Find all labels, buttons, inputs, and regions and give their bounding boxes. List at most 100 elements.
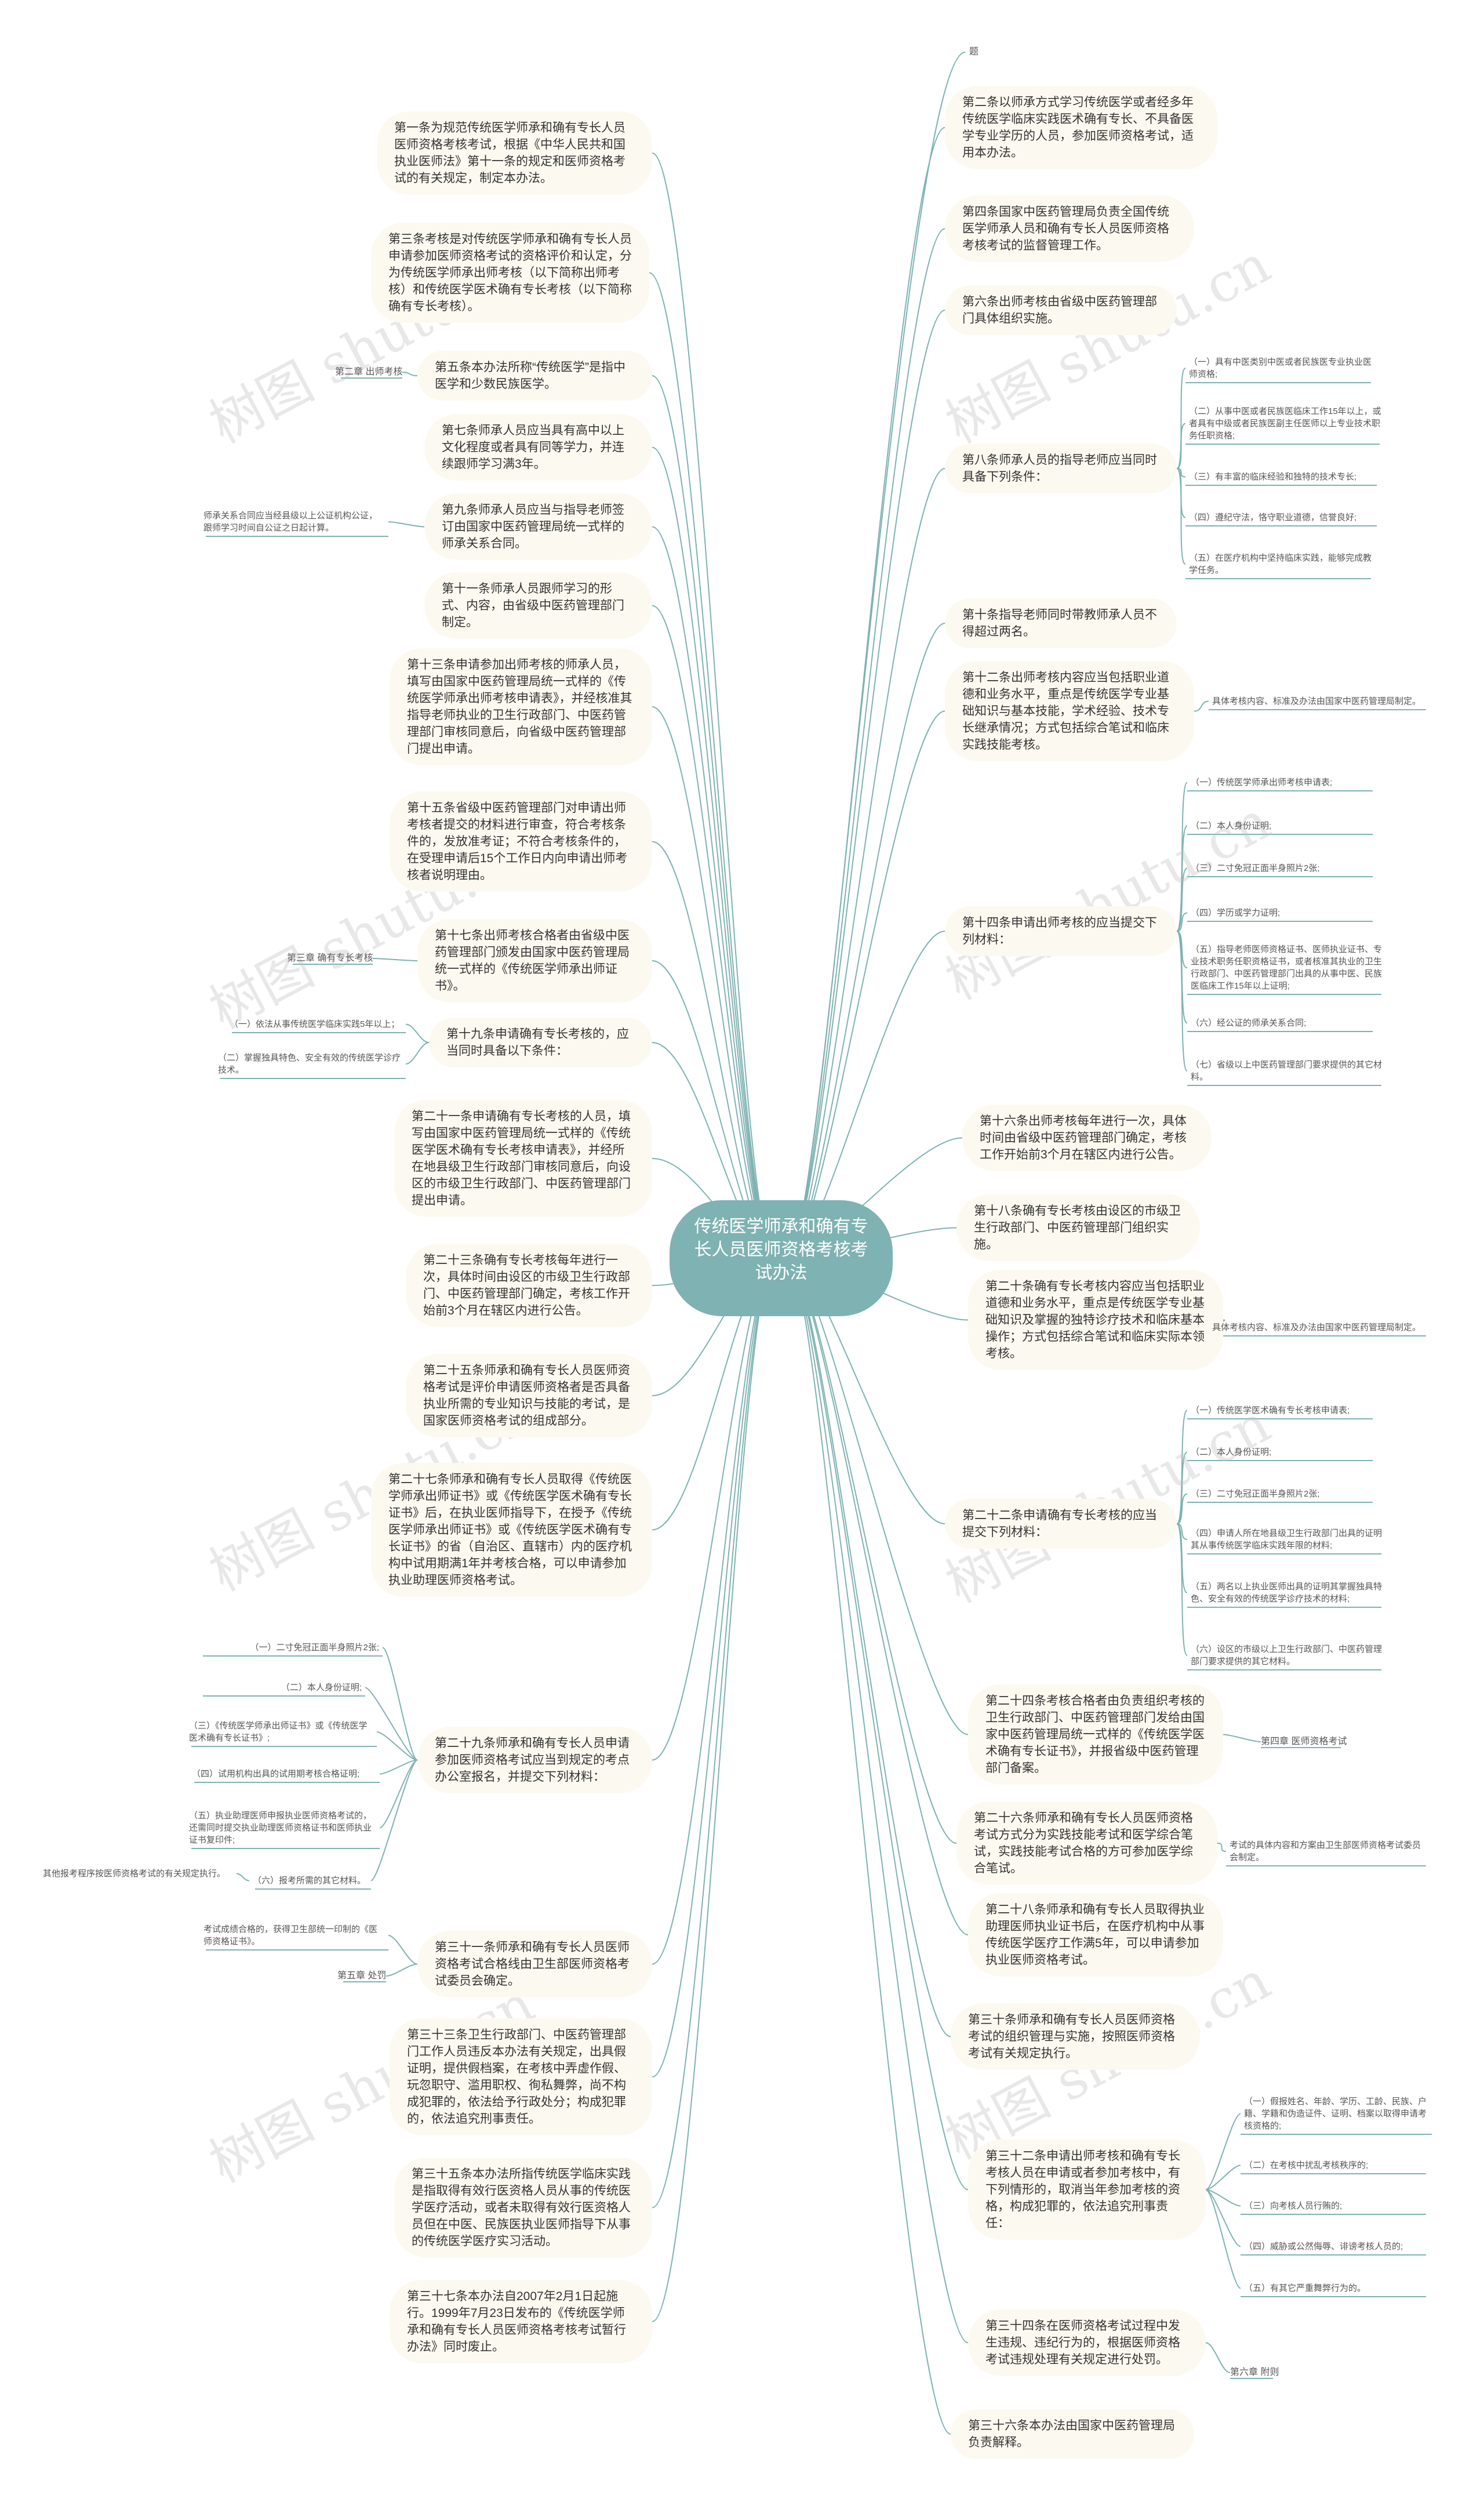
article-14-node[interactable]: 第十四条申请出师考核的应当提交下列材料： bbox=[945, 906, 1177, 956]
chapter-6-label: 第六章 附则 bbox=[1230, 2367, 1279, 2377]
brace-line bbox=[1176, 912, 1188, 932]
article-33-node[interactable]: 第三十三条卫生行政部门、中医药管理部门工作人员违反本办法有关规定，出具假证明，提… bbox=[390, 2018, 652, 2135]
exam-content-note: 具体考核内容、标准及办法由国家中医药管理局制定。 bbox=[1212, 696, 1421, 706]
article-13-node[interactable]: 第十三条申请参加出师考核的师承人员，填写由国家中医药管理局统一式样的《传统医学师… bbox=[390, 648, 652, 765]
brace-line bbox=[1223, 1734, 1261, 1742]
article-32-node[interactable]: 第三十二条申请出师考核和确有专长考核人员在申请或者参加考核中，有下列情形的，取消… bbox=[968, 2140, 1206, 2240]
contract-note: 师承关系合同应当经县级以上公证机构公证，跟师学习时间自公证之日起计算。 bbox=[203, 511, 378, 533]
article-3-node[interactable]: 第三条考核是对传统医学师承和确有专长人员申请参加医师资格考试的资格评价和认定，分… bbox=[371, 223, 649, 323]
brace-line bbox=[1205, 2189, 1241, 2247]
brace-line bbox=[365, 1687, 418, 1761]
central-topic[interactable]: 传统医学师承和确有专长人员医师资格考核考试办法 bbox=[670, 1200, 893, 1316]
article-37-node[interactable]: 第三十七条本办法自2007年2月1日起施行。1999年7月23日发布的《传统医学… bbox=[390, 2280, 652, 2363]
article-12-node[interactable]: 第十二条出师考核内容应当包括职业道德和业务水平，重点是传统医学专业基础知识与基本… bbox=[945, 661, 1194, 761]
connector-right bbox=[788, 1258, 969, 2191]
connector-left bbox=[652, 1258, 774, 2322]
mentor-condition-4: （四）遵纪守法，恪守职业道德，信誉良好; bbox=[1189, 513, 1357, 522]
article-7-node[interactable]: 第七条师承人员应当具有高中以上文化程度或者具有同等学力，并连续跟师学习满3年。 bbox=[424, 414, 652, 481]
top-label: 题 bbox=[969, 47, 979, 57]
brace-line bbox=[236, 1873, 250, 1882]
connector-right bbox=[788, 710, 945, 1259]
connector-left bbox=[652, 1258, 774, 2077]
exam-material-2: （二）本人身份证明; bbox=[281, 1683, 362, 1692]
brace-line bbox=[370, 1759, 418, 1882]
exam-material-1: （一）二寸免冠正面半身照片2张; bbox=[250, 1643, 379, 1652]
connector-left bbox=[652, 375, 774, 1259]
article-27-node[interactable]: 第二十七条师承和确有专长人员取得《传统医学师承出师证书》或《传统医学医术确有专长… bbox=[371, 1463, 652, 1597]
article-24-node[interactable]: 第二十四条考核合格者由负责组织考核的卫生行政部门、中医药管理部门发给由国家中医药… bbox=[968, 1684, 1223, 1785]
condition-1: （一）依法从事传统医学临床实践5年以上； bbox=[230, 1019, 400, 1029]
brace-line bbox=[382, 1647, 418, 1761]
expertise-material-3: （三）二寸免冠正面半身照片2张; bbox=[1191, 1489, 1320, 1499]
article-28-node[interactable]: 第二十八条师承和确有专长人员取得执业助理医师执业证书后，在医疗机构中从事传统医学… bbox=[968, 1893, 1223, 1977]
article-20-node[interactable]: 第二十条确有专长考核内容应当包括职业道德和业务水平，重点是传统医学专业基础知识及… bbox=[968, 1270, 1223, 1370]
brace-line bbox=[1176, 368, 1186, 469]
article-15-node[interactable]: 第十五条省级中医药管理部门对申请出师考核者提交的材料进行审查，符合考核条件的，发… bbox=[390, 791, 652, 892]
chapter-4-label: 第四章 医师资格考试 bbox=[1261, 1737, 1347, 1746]
article-1-node[interactable]: 第一条为规范传统医学师承和确有专长人员医师资格考核考试，根据《中华人民共和国执业… bbox=[377, 111, 652, 195]
connector-left bbox=[652, 152, 774, 1259]
article-8-node[interactable]: 第八条师承人员的指导老师应当同时具备下列条件： bbox=[945, 444, 1177, 493]
mentor-condition-2: （二）从事中医或者民族医临床工作15年以上，或者具有中级或者民族医副主任医师以上… bbox=[1189, 406, 1381, 441]
connector-left bbox=[652, 1258, 774, 2209]
article-10-node[interactable]: 第十条指导老师同时带教师承人员不得超过两名。 bbox=[945, 598, 1177, 648]
brace-line bbox=[1176, 423, 1186, 469]
brace-line bbox=[1176, 931, 1188, 968]
brace-line bbox=[1176, 931, 1188, 1072]
article-9-node[interactable]: 第九条师承人员应当与指导老师签订由国家中医药管理局统一式样的师承关系合同。 bbox=[424, 493, 652, 560]
brace-line bbox=[388, 521, 425, 528]
connector-right bbox=[788, 1258, 951, 2037]
article-2-node[interactable]: 第二条以师承方式学习传统医学或者经多年传统医学临床实践医术确有专长、不具备医学专… bbox=[945, 86, 1217, 169]
brace-line bbox=[1176, 1493, 1188, 1524]
article-5-node[interactable]: 第五条本办法所称“传统医学”是指中医学和少数民族医学。 bbox=[417, 351, 652, 401]
article-26-node[interactable]: 第二十六条师承和确有专长人员医师资格考试方式分为实践技能考试和医学综合笔试，实践… bbox=[956, 1802, 1217, 1885]
article-36-node[interactable]: 第三十六条本办法由国家中医药管理局负责解释。 bbox=[951, 2409, 1194, 2459]
article-6-node[interactable]: 第六条出师考核由省级中医药管理部门具体组织实施。 bbox=[945, 285, 1177, 335]
article-18-node[interactable]: 第十八条确有专长考核由设区的市级卫生行政部门、中医药管理部门组织实施。 bbox=[956, 1194, 1200, 1261]
brace-line bbox=[405, 1042, 430, 1065]
article-16-node[interactable]: 第十六条出师考核每年进行一次，具体时间由省级中医药管理部门确定，考核工作开始前3… bbox=[962, 1105, 1212, 1171]
article-23-node[interactable]: 第二十三条确有专长考核每年进行一次，具体时间由设区的市级卫生行政部门、中医药管理… bbox=[406, 1244, 652, 1327]
exam-material-6: （六）报考所需的其它材料。 bbox=[253, 1876, 366, 1886]
certificate-note: 考试成绩合格的，获得卫生部统一印制的《医师资格证书》。 bbox=[203, 1924, 378, 1946]
article-30-node[interactable]: 第三十条师承和确有专长人员医师资格考试的组织管理与实施，按照医师资格考试有关规定… bbox=[951, 2003, 1200, 2070]
brace-line bbox=[1176, 468, 1186, 565]
condition-2: （二）掌握独具特色、安全有效的传统医学诊疗技术。 bbox=[218, 1053, 401, 1075]
brace-line bbox=[402, 372, 418, 376]
mentor-condition-1: （一）具有中医类别中医或者民族医专业执业医师资格; bbox=[1189, 357, 1372, 379]
connector-right bbox=[788, 1258, 969, 1735]
violation-5: （五）有其它严重舞弊行为的。 bbox=[1244, 2283, 1366, 2293]
mentor-condition-5: （五）在医疗机构中坚持临床实践，能够完成教学任务。 bbox=[1189, 553, 1372, 575]
exam-material-5: （五）执业助理医师申报执业医师资格考试的，还需同时提交执业助理医师资格证书和医师… bbox=[189, 1811, 372, 1845]
expertise-content-note: 具体考核内容、标准及办法由国家中医药管理局制定。 bbox=[1212, 1323, 1421, 1332]
connector-left bbox=[652, 1258, 774, 1965]
brace-line bbox=[372, 958, 418, 961]
exam-extra-note: 其他报考程序按医师资格考试的有关规定执行。 bbox=[43, 1869, 226, 1879]
brace-line bbox=[1194, 700, 1209, 712]
article-4-node[interactable]: 第四条国家中医药管理局负责全国传统医学师承人员和确有专长人员医师资格考核考试的监… bbox=[945, 195, 1194, 262]
connector-right bbox=[788, 1258, 951, 2435]
article-19-node[interactable]: 第十九条申请确有专长考核的，应当同时具备以下条件： bbox=[429, 1018, 652, 1067]
apprentice-material-1: （一）传统医学师承出师考核申请表; bbox=[1191, 778, 1333, 787]
article-25-node[interactable]: 第二十五条师承和确有专长人员医师资格考试是评价申请医师资格者是否具备执业所需的专… bbox=[406, 1354, 652, 1437]
violation-3: （三）向考核人员行贿的; bbox=[1244, 2201, 1343, 2211]
violation-1: （一）假报姓名、年龄、学历、工龄、民族、户籍、学籍和伪造证件、证明、档案以取得申… bbox=[1244, 2097, 1427, 2131]
chapter-3-label: 第三章 确有专长考核 bbox=[287, 953, 373, 963]
connector-right bbox=[788, 1258, 969, 2344]
connector-right bbox=[788, 310, 945, 1259]
article-35-node[interactable]: 第三十五条本办法所指传统医学临床实践是指取得有效行医资格人员从事的传统医学医疗活… bbox=[394, 2158, 652, 2258]
article-11-node[interactable]: 第十一条师承人员跟师学习的形式、内容，由省级中医药管理部门制定。 bbox=[424, 572, 652, 639]
article-31-node[interactable]: 第三十一条师承和确有专长人员医师资格考试合格线由卫生部医师资格考试委员会确定。 bbox=[417, 1931, 652, 1997]
article-29-node[interactable]: 第二十九条师承和确有专长人员申请参加医师资格考试应当到规定的考点办公室报名，并提… bbox=[417, 1727, 652, 1793]
article-17-node[interactable]: 第十七条出师考核合格者由省级中医药管理部门颁发由国家中医药管理局统一式样的《传统… bbox=[417, 919, 652, 1003]
apprentice-material-5: （五）指导老师医师资格证书、医师执业证书、专业技术职务任职资格证书，或者核准其执… bbox=[1191, 945, 1383, 991]
brace-line bbox=[1205, 2164, 1241, 2191]
connector-left bbox=[649, 272, 774, 1259]
connector-right bbox=[788, 228, 945, 1259]
article-34-node[interactable]: 第三十四条在医师资格考试过程中发生违规、违纪行为的，根据医师资格考试违规处理有关… bbox=[968, 2309, 1206, 2376]
apprentice-material-7: （七）省级以上中医药管理部门要求提供的其它材料。 bbox=[1191, 1060, 1383, 1082]
brace-line bbox=[1176, 1451, 1188, 1524]
chapter-2-label: 第二章 出师考核 bbox=[335, 367, 403, 377]
article-22-node[interactable]: 第二十二条申请确有专长考核的应当提交下列材料： bbox=[945, 1499, 1177, 1549]
article-21-node[interactable]: 第二十一条申请确有专长考核的人员，填写由国家中医药管理局统一式样的《传统医学医术… bbox=[394, 1100, 652, 1217]
